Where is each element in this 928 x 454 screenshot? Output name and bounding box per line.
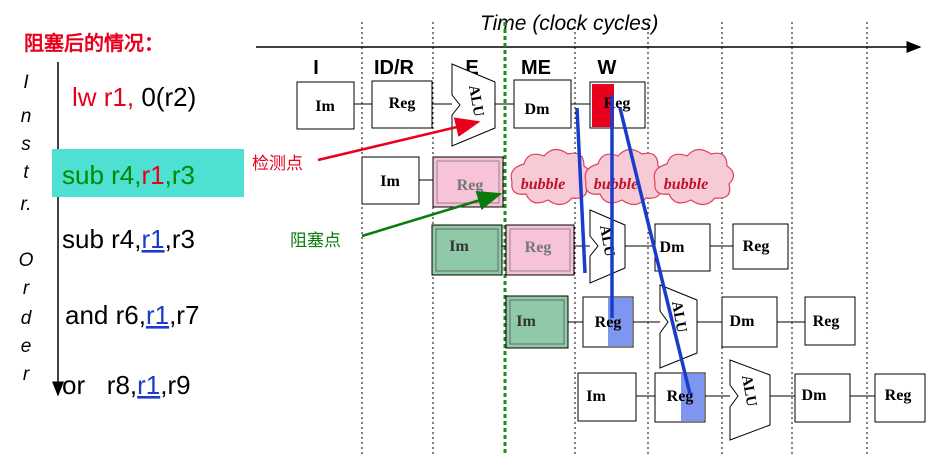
order-letter: r bbox=[23, 278, 30, 299]
reg-label: Reg bbox=[457, 177, 484, 194]
im-box-stalled bbox=[431, 224, 503, 276]
reg-label: Reg bbox=[667, 388, 694, 405]
reg-label: Reg bbox=[595, 314, 622, 331]
detect-point-label: 检测点 bbox=[252, 154, 303, 174]
im-label: Im bbox=[380, 173, 400, 190]
dm-box bbox=[721, 296, 778, 348]
order-letter: n bbox=[21, 106, 32, 127]
stage-header-top: ID/R bbox=[374, 57, 415, 79]
instruction-text: sub r4,r1,r3 bbox=[62, 224, 195, 254]
im-label: Im bbox=[449, 238, 469, 255]
im-box bbox=[577, 372, 637, 422]
alu-shape bbox=[589, 209, 626, 284]
order-letter: r. bbox=[21, 194, 32, 215]
order-letter: O bbox=[19, 250, 34, 271]
instruction-text: lw r1, 0(r2) bbox=[72, 82, 196, 112]
bubble-label: bubble bbox=[594, 176, 638, 193]
pipeline-row-2: Im Reg bubble bubble bubble bbox=[361, 148, 735, 208]
stage-header-top: ME bbox=[521, 57, 551, 79]
alu-shape bbox=[729, 359, 771, 441]
order-letter: s bbox=[21, 134, 31, 155]
instruction-text: or r8,r1,r9 bbox=[62, 370, 191, 400]
reg-box bbox=[874, 373, 926, 423]
reg-label: Reg bbox=[525, 239, 552, 256]
im-label: Im bbox=[516, 313, 536, 330]
bubble-2: bubble bbox=[584, 148, 666, 206]
cycle-separators bbox=[361, 22, 868, 454]
forwarding-lines bbox=[575, 95, 692, 395]
stalled-instruction-highlight bbox=[52, 149, 244, 197]
bubble-label: bubble bbox=[664, 176, 708, 193]
reg-box bbox=[804, 296, 856, 346]
page-title: 阻塞后的情况： bbox=[24, 31, 164, 55]
reg-label: Reg bbox=[389, 95, 416, 112]
instruction-part: ,r3 bbox=[165, 224, 195, 254]
instruction-part: r1 bbox=[137, 370, 160, 400]
im-label: Im bbox=[586, 388, 606, 405]
order-letter: t bbox=[23, 162, 29, 183]
instruction-part: r1 bbox=[146, 300, 169, 330]
reg-label: Reg bbox=[813, 313, 840, 330]
pipeline-row-3: Im Reg ALU Dm Reg bbox=[431, 209, 789, 284]
dm-label: Dm bbox=[730, 313, 756, 330]
order-letter: e bbox=[21, 336, 32, 357]
order-letter: d bbox=[21, 308, 33, 329]
pipeline-row-1: Im Reg ALU Dm Reg bbox=[296, 63, 646, 147]
dm-box bbox=[794, 373, 851, 423]
stage-header-top: W bbox=[598, 57, 617, 79]
im-inner bbox=[509, 299, 565, 345]
instruction-text: and r6,r1,r7 bbox=[65, 300, 199, 330]
time-axis-label: Time (clock cycles) bbox=[480, 12, 658, 35]
im-box-stalled bbox=[505, 295, 569, 349]
im-box bbox=[296, 81, 355, 130]
reg-label: Reg bbox=[743, 238, 770, 255]
instruction-part: and r6, bbox=[65, 300, 146, 330]
instruction-part: ,r9 bbox=[160, 370, 190, 400]
instruction-part: 0(r2) bbox=[141, 82, 196, 112]
im-label: Im bbox=[315, 98, 335, 115]
bubble-1: bubble bbox=[510, 148, 592, 206]
bubble-cloud bbox=[653, 148, 735, 206]
dm-label: Dm bbox=[802, 387, 828, 404]
reg-inner bbox=[509, 228, 571, 272]
order-letter: I bbox=[23, 72, 29, 93]
alu-label: ALU bbox=[738, 374, 759, 408]
reg-box bbox=[371, 80, 433, 129]
reg-label: Reg bbox=[604, 95, 631, 112]
order-letter: r bbox=[23, 364, 30, 385]
forward-line bbox=[618, 107, 692, 395]
dm-label: Dm bbox=[525, 101, 551, 118]
pipeline-row-5: Im Reg ALU Dm Reg bbox=[577, 359, 926, 441]
dm-label: Dm bbox=[660, 239, 686, 256]
instruction-part: r1 bbox=[142, 160, 165, 190]
reg-box-stalled bbox=[505, 224, 575, 276]
stall-point-arrow bbox=[361, 190, 503, 238]
stage-header-top: I bbox=[313, 57, 319, 79]
instruction-part: ,r7 bbox=[169, 300, 199, 330]
dm-box bbox=[654, 223, 711, 272]
reg-box bbox=[732, 223, 789, 270]
reg-label: Reg bbox=[885, 387, 912, 404]
instruction-part: or r8, bbox=[62, 370, 137, 400]
im-inner bbox=[435, 228, 499, 272]
bubble-3: bubble bbox=[653, 148, 735, 206]
stall-point-label: 阻塞点 bbox=[290, 231, 341, 251]
alu-label: ALU bbox=[465, 84, 486, 118]
instruction-part: sub r4, bbox=[62, 224, 142, 254]
bubble-label: bubble bbox=[521, 176, 565, 193]
instruction-part: ,r3 bbox=[165, 160, 195, 190]
detect-point-arrow bbox=[317, 117, 481, 162]
forward-line bbox=[575, 107, 587, 274]
instruction-part: lw r1, bbox=[72, 82, 141, 112]
instruction-text: sub r4,r1,r3 bbox=[62, 160, 195, 190]
im-box bbox=[361, 156, 420, 205]
wb-write-half bbox=[592, 84, 614, 127]
instruction-part: sub r4, bbox=[62, 160, 142, 190]
pipeline-row-4: Im Reg ALU Dm Reg bbox=[505, 284, 856, 369]
instruction-part: r1 bbox=[142, 224, 165, 254]
dm-box bbox=[513, 79, 572, 129]
